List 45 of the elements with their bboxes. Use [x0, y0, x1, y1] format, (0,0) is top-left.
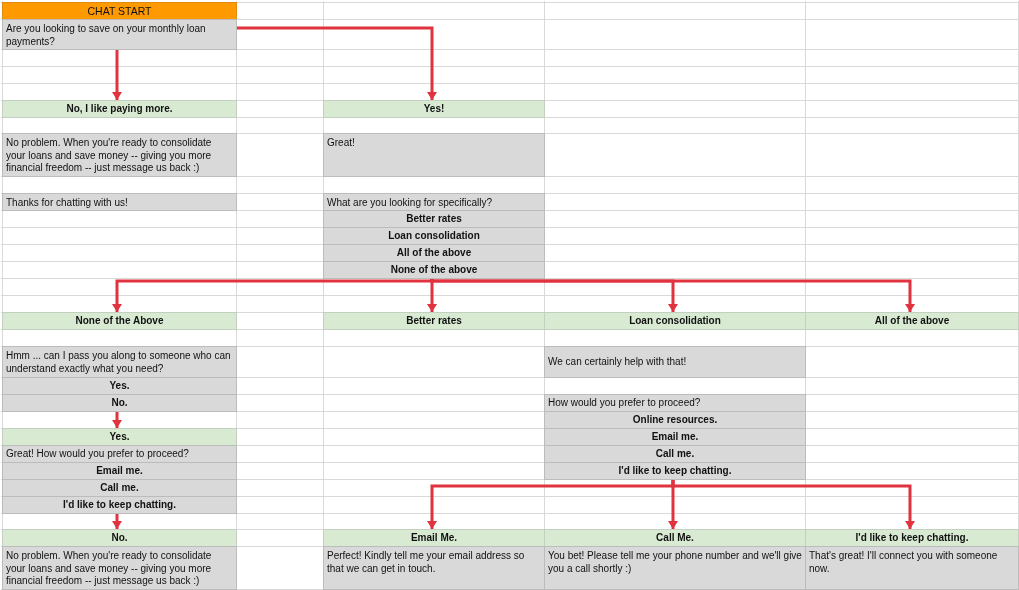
branch-header: No. — [2, 529, 237, 547]
reply-option: Email me. — [544, 428, 806, 446]
arrow — [236, 26, 437, 100]
branch-header: None of the Above — [2, 312, 237, 330]
reply-option: Loan consolidation — [323, 227, 545, 245]
arrow — [112, 50, 122, 100]
branch-header: Call Me. — [544, 529, 806, 547]
arrow — [112, 412, 122, 428]
branch-header: I'd like to keep chatting. — [805, 529, 1019, 547]
branch-header: Better rates — [323, 312, 545, 330]
chat-message: That's great! I'll connect you with someone now. — [805, 546, 1019, 590]
chat-message: Perfect! Kindly tell me your email address so that we can get in touch. — [323, 546, 545, 590]
reply-option: Call me. — [2, 479, 237, 497]
chat-message: Great! — [323, 133, 545, 177]
chat-message: No problem. When you're ready to consolidate your loans and save money -- giving you more financial freedom -- just message us back :) — [2, 546, 237, 590]
reply-option: All of the above — [323, 244, 545, 262]
branch-header: No, I like paying more. — [2, 100, 237, 118]
reply-option: Yes. — [2, 377, 237, 395]
reply-option: I'd like to keep chatting. — [544, 462, 806, 480]
chat-message: Hmm ... can I pass you along to someone who can understand exactly what you need? — [2, 346, 237, 378]
chat-message: No problem. When you're ready to consolidate your loans and save money -- giving you more financial freedom -- just message us back :) — [2, 133, 237, 177]
branch-header: Email Me. — [323, 529, 545, 547]
start-banner: CHAT START — [2, 2, 237, 20]
reply-option: None of the above — [323, 261, 545, 279]
reply-option: Call me. — [544, 445, 806, 463]
chat-message: What are you looking for specifically? — [323, 193, 545, 211]
reply-option: Better rates — [323, 210, 545, 228]
arrow — [112, 514, 122, 529]
branch-header: All of the above — [805, 312, 1019, 330]
reply-option: Online resources. — [544, 411, 806, 429]
reply-option: No. — [2, 394, 237, 412]
chat-message: Great! How would you prefer to proceed? — [2, 445, 237, 463]
chat-message: Are you looking to save on your monthly loan payments? — [2, 19, 237, 50]
reply-option: Email me. — [2, 462, 237, 480]
arrow — [112, 278, 434, 312]
branch-header: Yes! — [323, 100, 545, 118]
chat-message: How would you prefer to proceed? — [544, 394, 806, 412]
chat-message: We can certainly help with that! — [544, 346, 806, 378]
branch-header: Loan consolidation — [544, 312, 806, 330]
chat-message: Thanks for chatting with us! — [2, 193, 237, 211]
branch-header: Yes. — [2, 428, 237, 446]
reply-option: I'd like to keep chatting. — [2, 496, 237, 514]
arrow — [671, 480, 915, 529]
arrow — [430, 277, 915, 312]
chat-message: You bet! Please tell me your phone number and we'll give you a call shortly :) — [544, 546, 806, 590]
